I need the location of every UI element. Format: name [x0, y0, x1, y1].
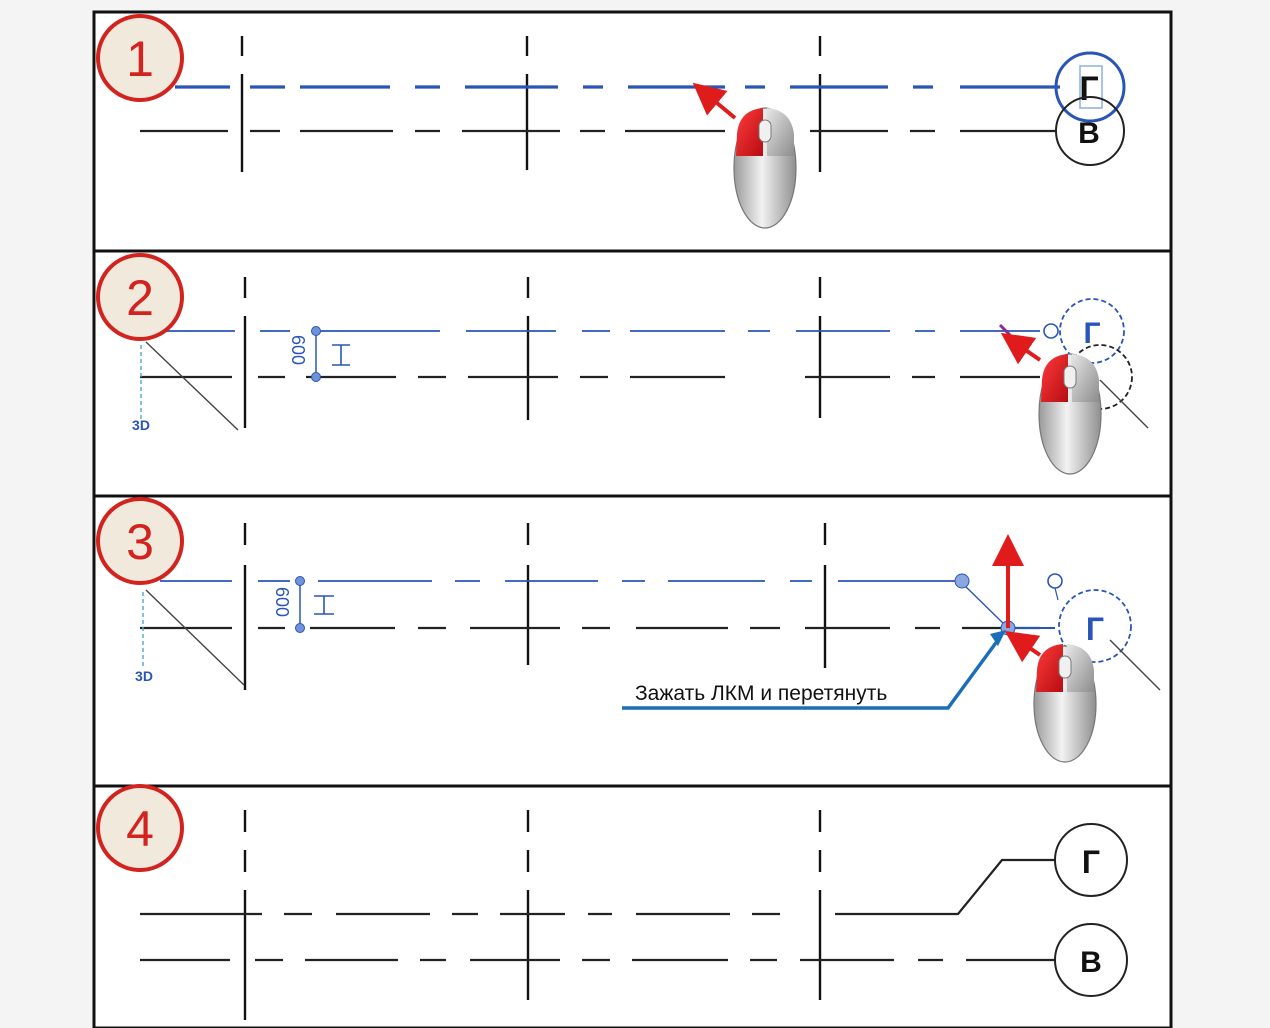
grid-label-upper: Г	[1086, 611, 1104, 647]
elbow-grip[interactable]	[1043, 323, 1059, 339]
mouse-icon	[1033, 644, 1097, 763]
grid-label-upper: Г	[1079, 70, 1098, 108]
grid-label-upper: Г	[1083, 317, 1100, 350]
section-line	[145, 589, 245, 686]
panel-2: 600 3D Г 2	[96, 253, 1149, 475]
mouse-icon	[733, 107, 797, 229]
step-number: 4	[126, 801, 154, 857]
dimension-value: 600	[288, 335, 308, 365]
step-number: 3	[126, 514, 154, 570]
grid-bubble-selected[interactable]	[1058, 589, 1132, 663]
grid-line-elbowed	[140, 858, 1055, 916]
lock-icon[interactable]	[332, 344, 350, 366]
callout-arrow-icon	[990, 630, 1006, 646]
callout-leader	[622, 638, 1000, 710]
instruction-text: Зажать ЛКМ и перетянуть	[635, 682, 887, 705]
dimension-grip[interactable]	[295, 576, 305, 586]
step-badge	[96, 14, 184, 102]
elbow-grip[interactable]	[1047, 573, 1063, 589]
grid-bubble	[1054, 923, 1128, 997]
grid-bubble	[1054, 823, 1128, 897]
mouse-icon	[1038, 353, 1102, 475]
step-number: 1	[126, 31, 154, 87]
dimension-grip[interactable]	[311, 372, 321, 382]
step-number: 2	[126, 270, 154, 326]
dimension-grip[interactable]	[311, 326, 321, 336]
section-line	[1109, 639, 1161, 691]
level-label: 3D	[132, 417, 150, 433]
drag-arrow-icon	[1000, 332, 1042, 365]
section-line	[1099, 379, 1149, 429]
step-badge	[96, 253, 184, 341]
elbow-grip[interactable]	[954, 573, 970, 589]
grid-bubble-selected[interactable]	[1054, 51, 1126, 123]
panel-4: Г В 4	[96, 784, 1128, 1020]
leader-line	[1054, 587, 1059, 601]
drag-arrow-icon	[1004, 630, 1042, 663]
label-edit-box	[1079, 65, 1103, 109]
grid-label-lower: В	[1078, 117, 1100, 150]
section-line	[145, 341, 239, 431]
diagram-frame	[92, 10, 1173, 1028]
grid-label-lower: В	[1080, 946, 1102, 979]
grid-bubble	[1055, 96, 1125, 166]
dimension-grip[interactable]	[295, 623, 305, 633]
dimension-value: 600	[272, 587, 292, 617]
grid-elbow-segment	[959, 580, 1009, 629]
grid-label-upper: Г	[1082, 844, 1100, 880]
level-label: 3D	[135, 668, 153, 684]
panel-1: Г В 1	[96, 14, 1126, 229]
drag-arrow-icon	[692, 82, 737, 120]
lock-icon[interactable]	[314, 595, 334, 615]
panel-3: 600 3D Г Зажать ЛКМ и перетянуть 3	[96, 497, 1161, 763]
step-badge	[96, 784, 184, 872]
step-badge	[96, 497, 184, 585]
